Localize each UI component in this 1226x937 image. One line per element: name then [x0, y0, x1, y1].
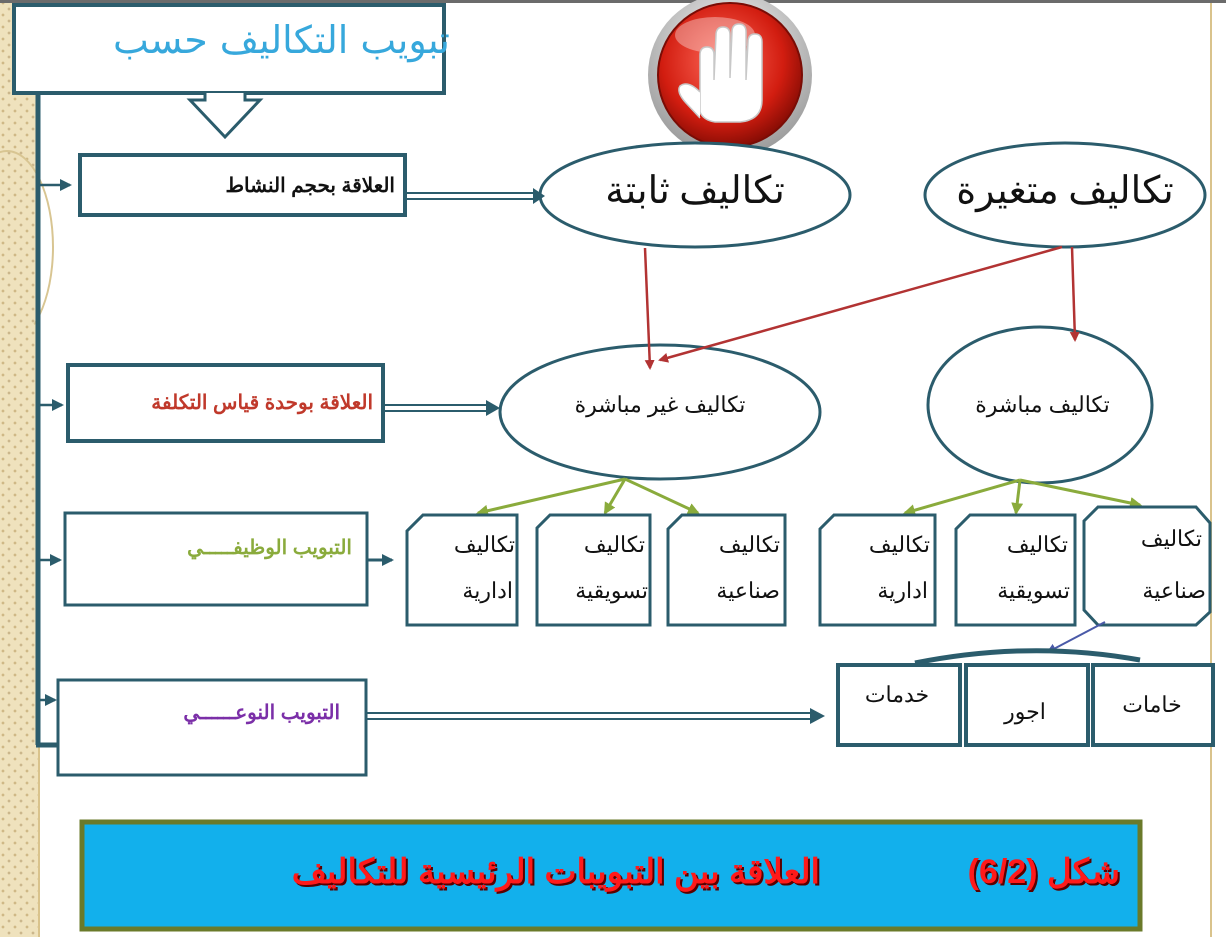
red-arrow-fixed-to-indirect [643, 247, 655, 370]
cell-right-marketing-bottom: تسويقية [997, 578, 1070, 603]
cell-left-marketing [535, 513, 652, 627]
cell-left-marketing-bottom: تسويقية [575, 578, 648, 603]
label-functional: التبويب الوظيفـــــي [187, 537, 352, 559]
cell-right-industrial-top: تكاليف [1140, 526, 1202, 551]
red-arrow-variable-to-direct [1069, 246, 1080, 342]
materials-box [1091, 663, 1215, 747]
oval-indirect-label: تكاليف غير مباشرة [574, 392, 746, 417]
cell-right-admin [818, 513, 937, 627]
cell-left-admin-top: تكاليف [453, 532, 515, 557]
top-border [0, 0, 1226, 3]
title-down-arrow [186, 93, 264, 140]
cell-right-admin-bottom: ادارية [877, 578, 928, 603]
nature-box [56, 678, 368, 777]
page-title: تبويب التكاليف حسب [113, 18, 450, 62]
oval-variable-label: تكاليف متغيرة [956, 170, 1174, 212]
arrow-nature-to-elements [366, 712, 812, 720]
blue-arrow-industrial [1046, 621, 1106, 653]
cost-cells [405, 505, 1212, 627]
arrow-activity-to-fixed [405, 192, 535, 200]
caption-banner [79, 819, 1143, 932]
green-arrows-indirect [476, 477, 700, 517]
oval-variable [923, 141, 1207, 249]
cell-left-marketing-top: تكاليف [583, 532, 645, 557]
cell-right-industrial-bottom: صناعية [1142, 578, 1206, 603]
label-cost-unit: العلاقة بوحدة قياس التكلفة [151, 392, 373, 414]
cell-left-industrial [666, 513, 787, 627]
green-arrows-direct [903, 478, 1142, 517]
oval-indirect [498, 343, 822, 481]
brace-arc [914, 648, 1141, 666]
title-box [12, 3, 446, 95]
arrow-cost-unit-to-indirect [383, 404, 488, 412]
oval-fixed-label: تكاليف ثابتة [605, 170, 785, 212]
cell-left-industrial-top: تكاليف [718, 532, 780, 557]
label-activity: العلاقة بحجم النشاط [225, 175, 395, 197]
cell-right-admin-top: تكاليف [868, 532, 930, 557]
services-box [836, 663, 962, 747]
materials-label: خامات [1122, 692, 1182, 717]
oval-direct-label: تكاليف مباشرة [975, 392, 1110, 417]
wages-label: اجور [1004, 699, 1046, 724]
stop-hand-icon [648, 0, 812, 157]
right-gold-border [1210, 0, 1212, 937]
label-nature: التبويب النوعــــــي [183, 702, 340, 724]
cell-left-industrial-bottom: صناعية [716, 578, 780, 603]
cell-right-industrial [1082, 505, 1212, 627]
cell-left-admin [405, 513, 519, 627]
cell-right-marketing [954, 513, 1077, 627]
cell-left-admin-bottom: ادارية [462, 578, 513, 603]
wages-box [964, 663, 1090, 747]
activity-box [78, 153, 407, 217]
caption-figure-number: شكل (6/2) [967, 853, 1120, 891]
services-label: خدمات [864, 682, 930, 707]
red-arrow-variable-to-indirect [658, 245, 1063, 363]
cost-unit-box [66, 363, 385, 443]
caption-text: العلاقة بين التبويبات الرئيسية للتكاليف [291, 853, 820, 891]
cell-right-marketing-top: تكاليف [1006, 532, 1068, 557]
